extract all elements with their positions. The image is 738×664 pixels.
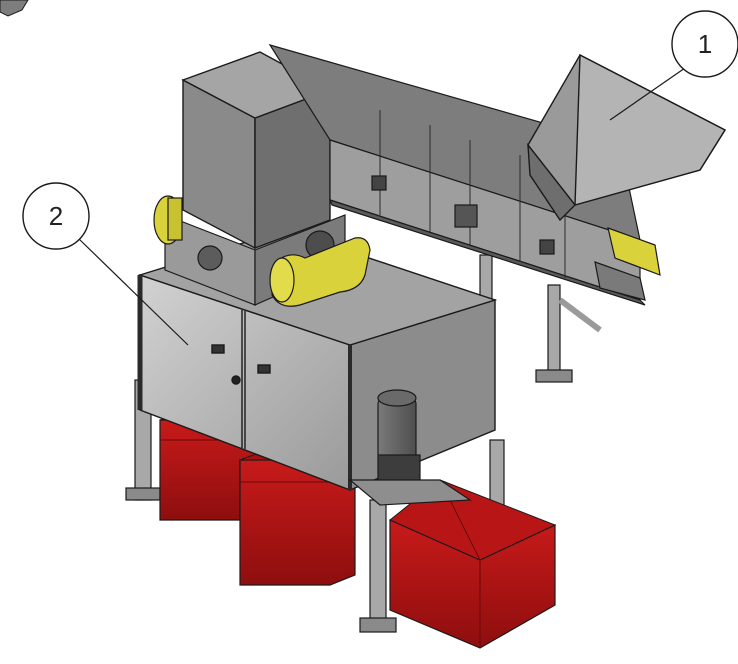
partial-part-top-left [0, 0, 29, 17]
conveyor-frame [268, 43, 646, 306]
belt-guard-left [153, 195, 183, 245]
shredder-hopper-box [181, 51, 332, 250]
callout-1-label: 1 [698, 29, 712, 59]
callout-2: 2 [22, 182, 189, 346]
gear-motor [348, 389, 472, 506]
conveyor-end-guard [594, 227, 661, 301]
callout-2-label: 2 [49, 201, 63, 231]
feed-hopper [527, 53, 726, 222]
belt-guard-right [269, 237, 371, 307]
collection-bin-right [389, 479, 557, 649]
callout-1: 1 [609, 10, 738, 121]
